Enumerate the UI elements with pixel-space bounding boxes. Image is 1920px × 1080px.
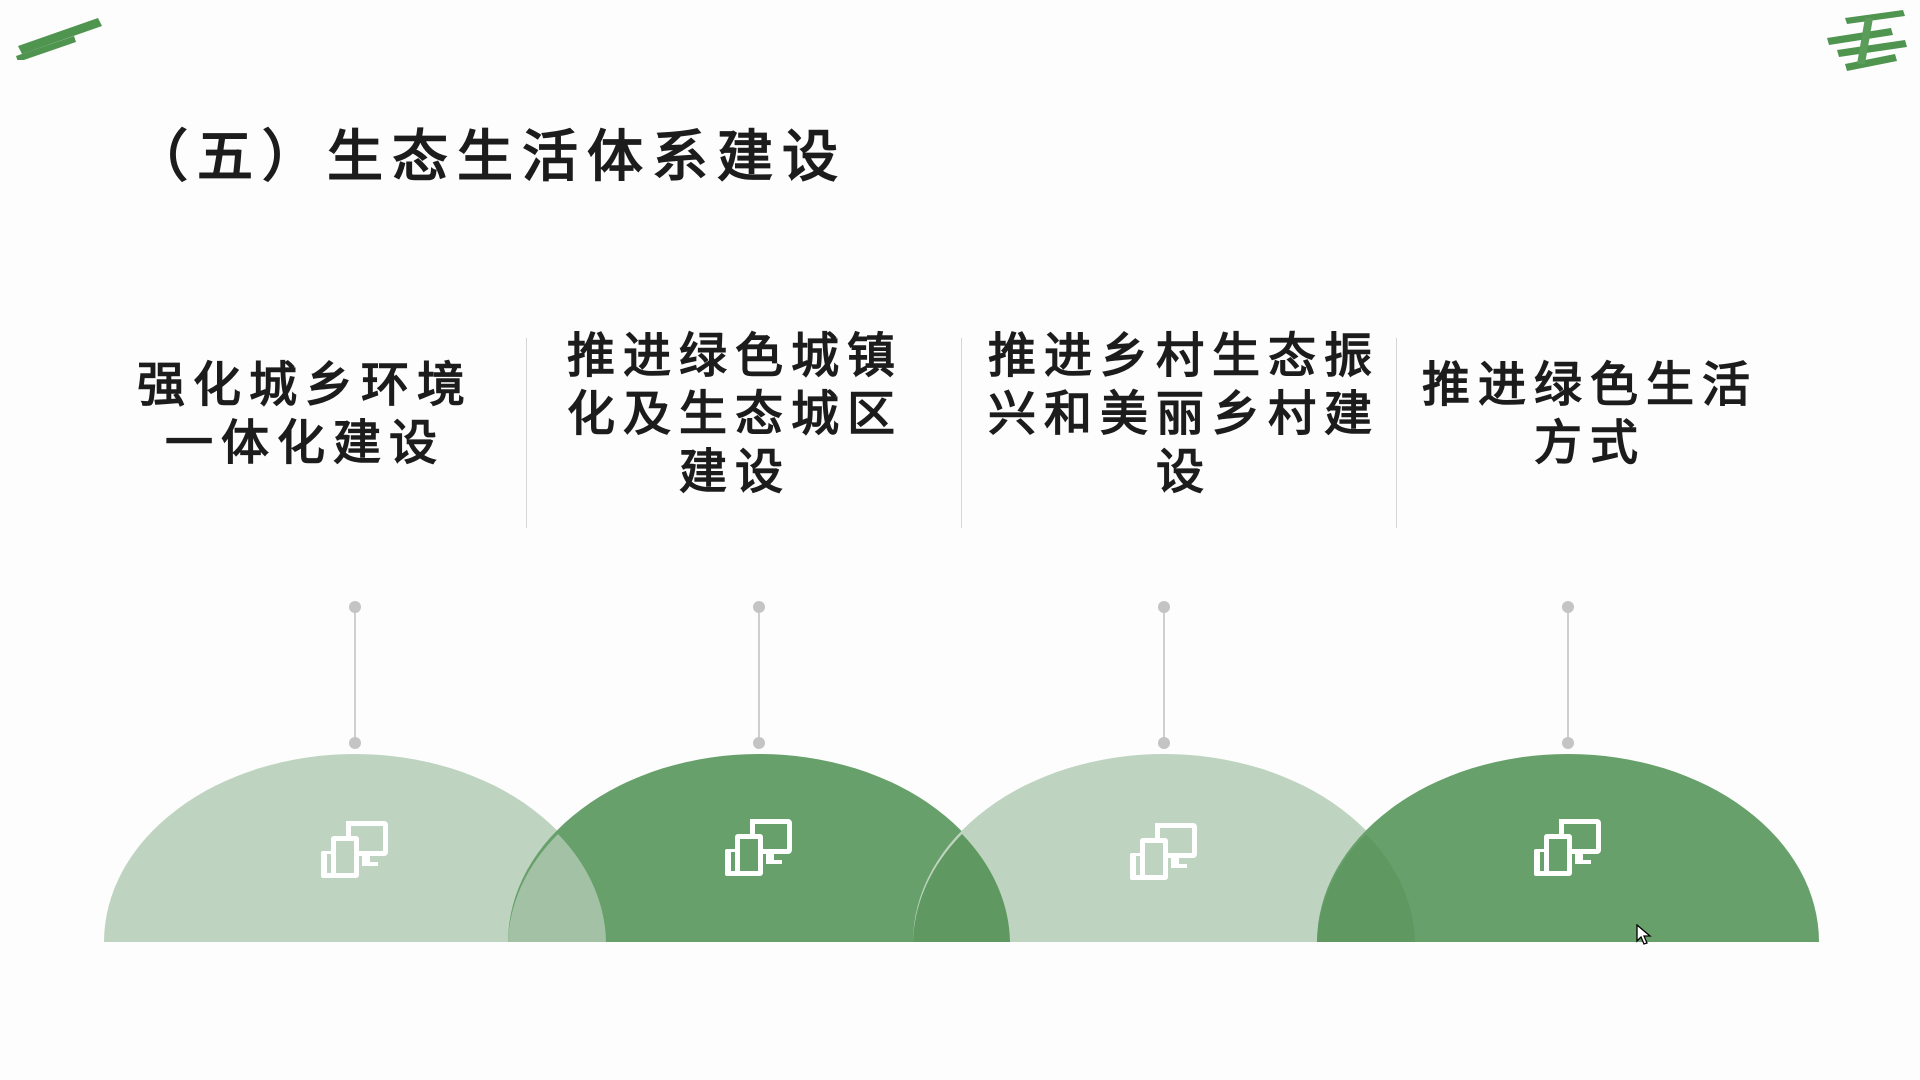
connector-dot-bottom-4 bbox=[1562, 737, 1574, 749]
divider-3 bbox=[1396, 338, 1397, 528]
divider-1 bbox=[526, 338, 527, 528]
connector-dot-top-2 bbox=[753, 601, 765, 613]
mouse-cursor-icon bbox=[1636, 924, 1652, 945]
overlap-1-2 bbox=[508, 834, 606, 942]
heading-item-3: 推进乡村生态振兴和美丽乡村建设 bbox=[987, 328, 1380, 500]
page-title: （五）生态生活体系建设 bbox=[132, 125, 847, 190]
connector-dot-bottom-2 bbox=[753, 737, 765, 749]
connector-dot-bottom-3 bbox=[1158, 737, 1170, 749]
heading-item-1: 强化城乡环境一体化建设 bbox=[136, 357, 473, 471]
logo-left-icon bbox=[16, 18, 102, 60]
overlap-2-3 bbox=[913, 834, 1010, 942]
connector-dot-bottom-1 bbox=[349, 737, 361, 749]
connector-dot-top-4 bbox=[1562, 601, 1574, 613]
connector-dot-top-3 bbox=[1158, 601, 1170, 613]
overlap-3-4 bbox=[1317, 834, 1415, 942]
divider-2 bbox=[961, 338, 962, 528]
heading-item-4: 推进绿色生活方式 bbox=[1421, 357, 1758, 471]
logo-right-icon bbox=[1827, 10, 1907, 71]
connector-dot-top-1 bbox=[349, 601, 361, 613]
heading-item-2: 推进绿色城镇化及生态城区建设 bbox=[566, 328, 903, 500]
